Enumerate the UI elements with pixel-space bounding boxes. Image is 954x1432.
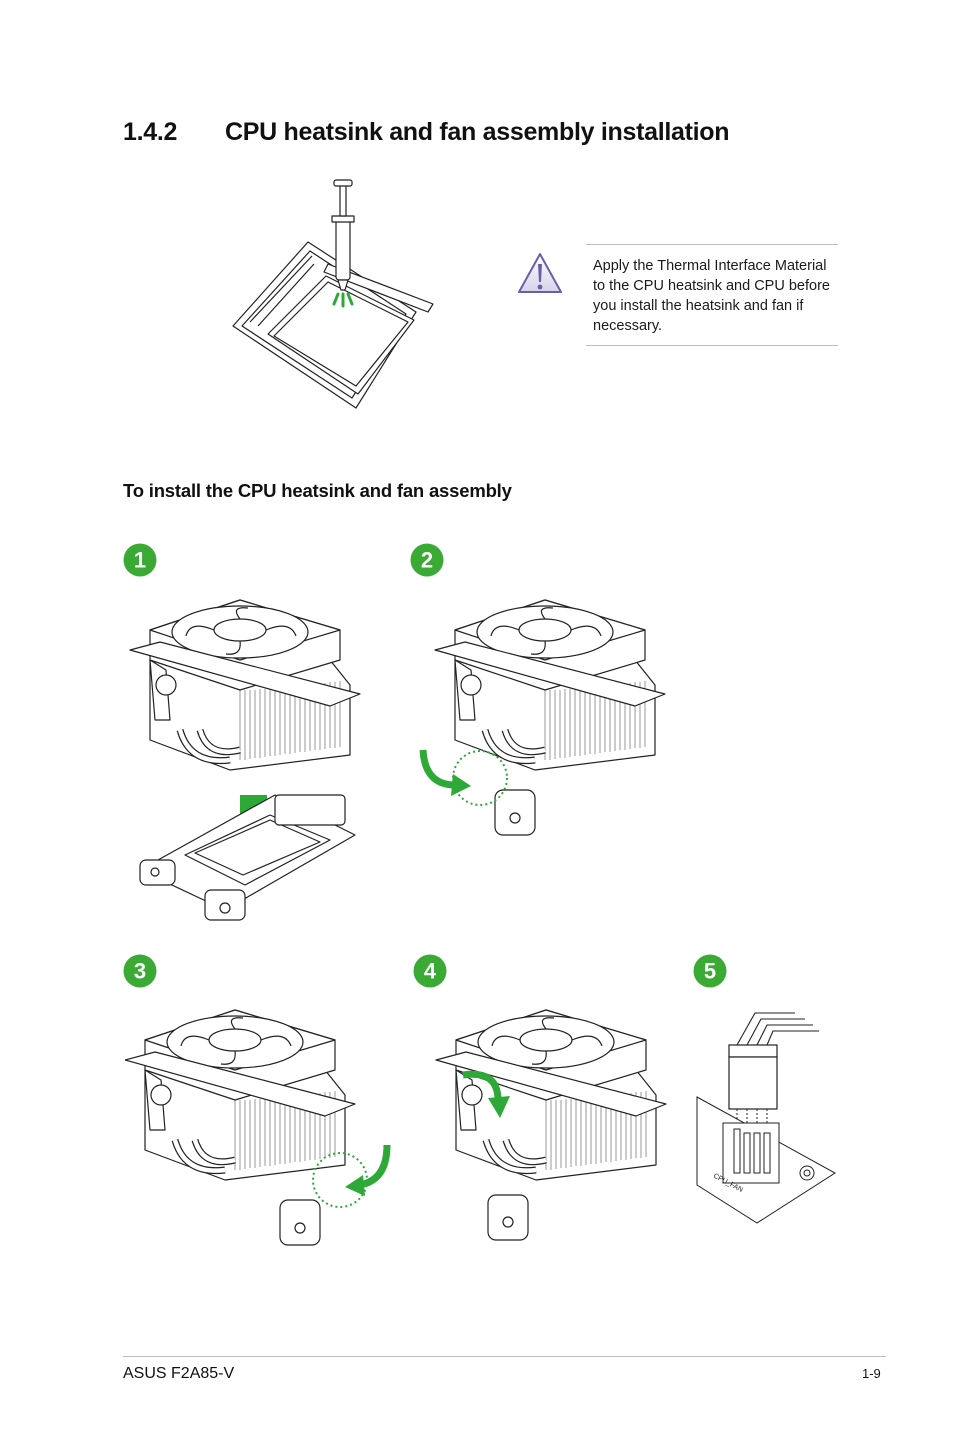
step-1-number: 1	[134, 548, 146, 573]
step-5-badge: 5	[693, 954, 727, 988]
thermal-paste-illustration	[232, 179, 434, 409]
step-3-badge: 3	[123, 954, 157, 988]
caution-text: Apply the Thermal Interface Material to …	[593, 258, 830, 334]
step-4-number: 4	[424, 959, 437, 984]
step-1-badge: 1	[123, 543, 157, 577]
step-2-number: 2	[421, 548, 433, 573]
step-2-badge: 2	[410, 543, 444, 577]
procedure-heading: To install the CPU heatsink and fan asse…	[123, 480, 512, 501]
step-4-illustration	[418, 1000, 688, 1241]
step-3-illustration	[125, 1000, 391, 1246]
footer-product-name: ASUS F2A85-V	[123, 1365, 235, 1382]
section-title-text: CPU heatsink and fan assembly installati…	[225, 118, 730, 146]
caution-note: Apply the Thermal Interface Material to …	[586, 244, 838, 346]
step-5-illustration: CPU_FAN	[696, 1012, 836, 1224]
section-title: 1.4.2 CPU heatsink and fan assembly insta…	[123, 118, 730, 147]
step-3-number: 3	[134, 959, 146, 984]
footer-page-number: 1-9	[862, 1366, 881, 1381]
step-4-badge: 4	[413, 954, 447, 988]
warning-triangle-icon	[518, 253, 562, 293]
step-1-illustration	[125, 590, 385, 921]
section-number: 1.4.2	[123, 118, 178, 146]
step-5-number: 5	[704, 959, 716, 984]
step-2-illustration	[419, 590, 715, 836]
footer-divider	[123, 1356, 886, 1357]
